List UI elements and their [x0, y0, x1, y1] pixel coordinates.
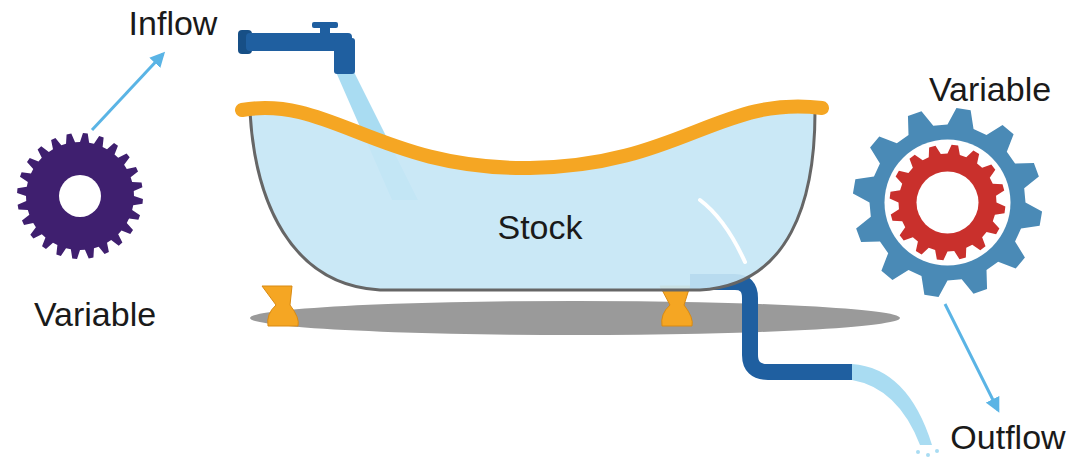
- tub-shadow: [250, 301, 900, 335]
- gear-hole: [59, 175, 101, 217]
- gear-hole: [917, 172, 979, 234]
- variable-label: Variable: [929, 70, 1051, 109]
- water-drop: [916, 450, 920, 454]
- stock-label: Stock: [497, 208, 582, 247]
- drain-hose: [690, 282, 852, 372]
- faucet-handle: [312, 22, 338, 28]
- tub-foot: [262, 286, 298, 326]
- flow-label: Outflow: [950, 418, 1065, 457]
- tub-rim: [242, 106, 822, 168]
- node-outline: [15, 130, 145, 260]
- gear-shape: [890, 145, 1006, 261]
- gear-ring: [885, 140, 1011, 266]
- variable-label: Variable: [34, 295, 156, 334]
- leader-arrow: [92, 54, 163, 130]
- gear-shape: [853, 108, 1042, 297]
- tub-foot: [660, 286, 692, 326]
- water-drop: [926, 453, 930, 457]
- tub-highlight: [700, 200, 745, 262]
- gear-node: Variable: [850, 105, 1045, 300]
- faucet-spout: [334, 38, 355, 74]
- bathtub-node: Stock: [235, 95, 830, 300]
- node-outline: [235, 95, 830, 300]
- node-outline: [850, 105, 1045, 300]
- tub-body: [250, 111, 815, 290]
- leader-arrow: [945, 304, 998, 410]
- outflow-water: [852, 364, 932, 445]
- flow-label: Inflow: [129, 4, 218, 43]
- water-drop: [935, 449, 939, 453]
- gear-shape: [17, 133, 143, 259]
- tub-shape: [242, 106, 822, 290]
- gear-node: Variable: [15, 130, 145, 260]
